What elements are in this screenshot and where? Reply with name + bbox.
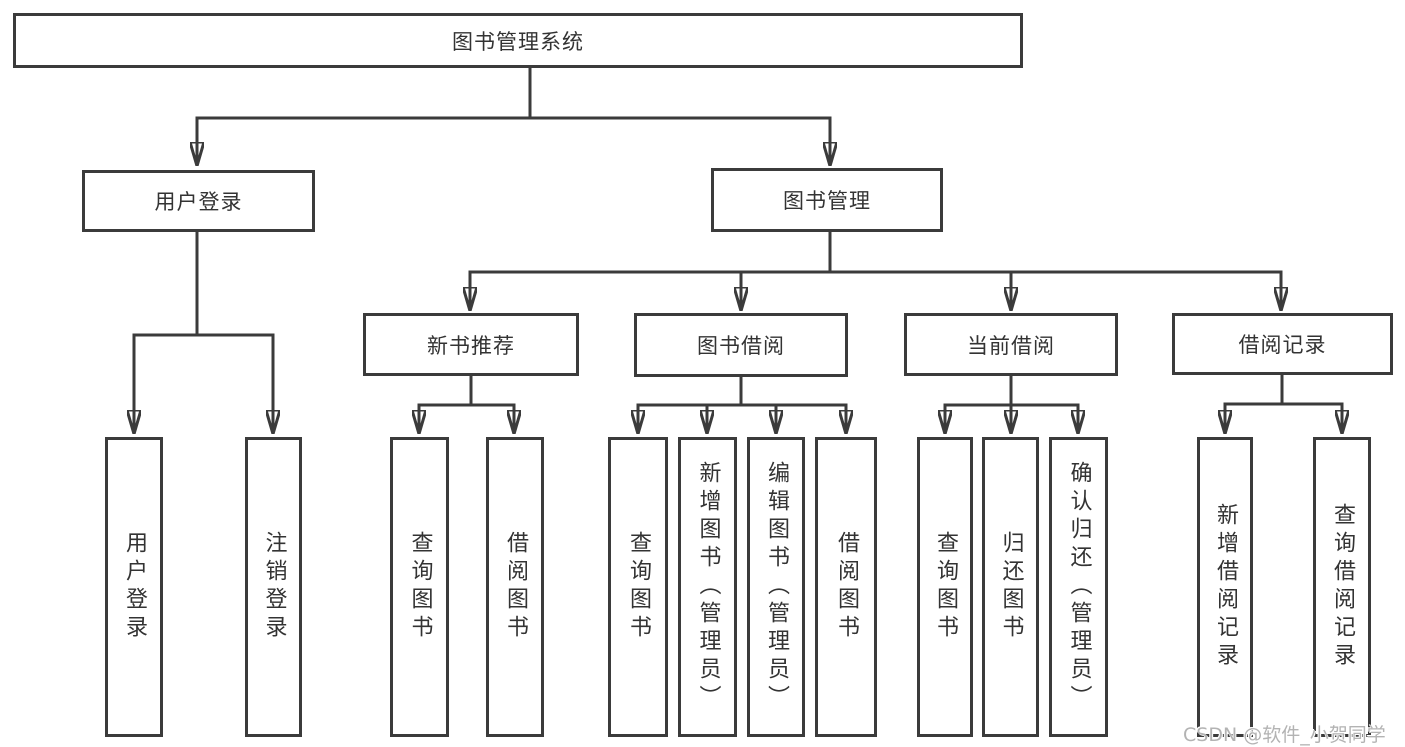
node-newbooks-borrow-books-label: 借阅图书 [503,531,528,643]
node-records-add-record: 新增借阅记录 [1197,437,1253,737]
node-borrowing-borrow-books: 借阅图书 [815,437,877,737]
edges-borrow-records [1224,375,1344,433]
node-leaf-logout-label: 注销登录 [261,531,287,643]
node-newbooks-query-books: 查询图书 [390,437,449,737]
node-current-confirm-return-admin-label: 确认归还（管理员） [1066,461,1092,713]
node-new-book-recommend: 新书推荐 [363,313,579,376]
node-borrowing-query-books: 查询图书 [608,437,668,737]
edges-current-borrow [944,376,1080,433]
node-borrowing-query-books-label: 查询图书 [626,531,651,643]
node-root-label: 图书管理系统 [452,29,584,54]
node-records-query-record: 查询借阅记录 [1313,437,1371,737]
node-borrow-records-label: 借阅记录 [1238,333,1327,357]
node-borrowing-add-books-admin: 新增图书（管理员） [678,437,737,737]
node-records-add-record-label: 新增借阅记录 [1213,503,1238,671]
node-new-book-recommend-label: 新书推荐 [427,333,515,358]
node-current-return-books-label: 归还图书 [998,531,1024,643]
node-book-borrowing: 图书借阅 [634,313,848,377]
node-user-login: 用户登录 [82,170,315,232]
node-borrowing-edit-books-admin: 编辑图书（管理员） [747,437,805,737]
edges-book-mgmt [469,232,1283,310]
node-leaf-user-login: 用户登录 [105,437,163,737]
node-current-query-books-label: 查询图书 [933,531,958,643]
edges-user-login [133,232,275,433]
node-records-query-record-label: 查询借阅记录 [1330,503,1355,671]
edges-root [196,68,832,165]
node-root-system: 图书管理系统 [13,13,1023,68]
node-borrowing-edit-books-admin-label: 编辑图书（管理员） [764,461,789,713]
node-newbooks-borrow-books: 借阅图书 [486,437,544,737]
edges-book-borrow [637,377,848,433]
node-leaf-logout: 注销登录 [245,437,302,737]
node-current-borrowing: 当前借阅 [904,313,1118,376]
csdn-watermark: CSDN @软件_小贺同学 [1183,724,1386,746]
node-borrowing-borrow-books-label: 借阅图书 [834,531,859,643]
node-borrow-records: 借阅记录 [1172,313,1393,375]
node-current-borrowing-label: 当前借阅 [967,333,1055,358]
node-book-borrowing-label: 图书借阅 [697,334,785,358]
node-book-management-label: 图书管理 [783,189,871,213]
node-user-login-label: 用户登录 [154,190,243,214]
edges-new-books [418,376,516,433]
node-leaf-user-login-label: 用户登录 [122,531,147,643]
node-current-return-books: 归还图书 [982,437,1039,737]
node-newbooks-query-books-label: 查询图书 [407,531,433,643]
node-book-management: 图书管理 [711,168,943,232]
node-current-query-books: 查询图书 [917,437,973,737]
node-borrowing-add-books-admin-label: 新增图书（管理员） [695,461,721,713]
node-current-confirm-return-admin: 确认归还（管理员） [1049,437,1108,737]
